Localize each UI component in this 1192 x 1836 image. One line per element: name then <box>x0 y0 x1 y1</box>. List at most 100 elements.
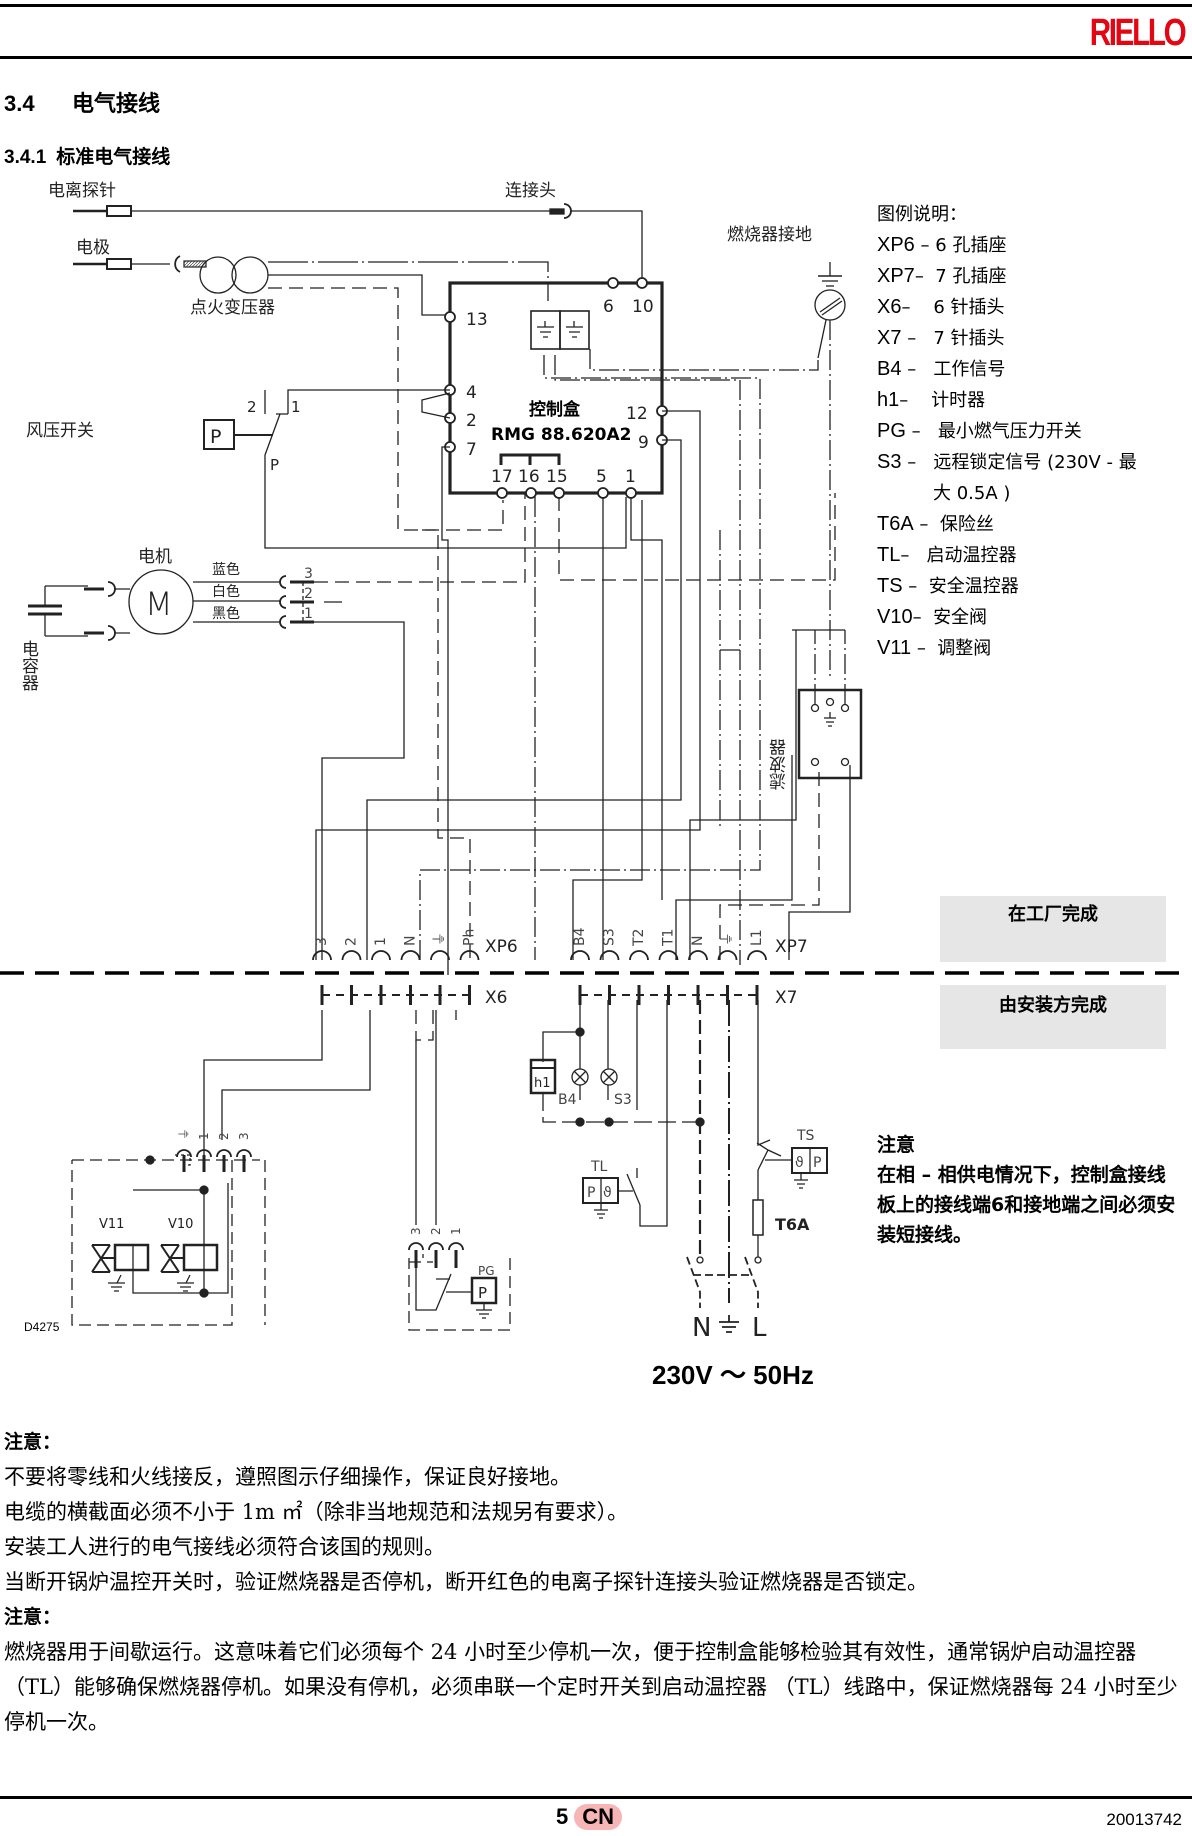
valve-pin-label: ⏚ <box>177 1128 191 1140</box>
xp6-pin-label: Ph <box>462 929 478 946</box>
legend-item: 大 0.5A ) <box>877 478 1137 509</box>
burner-earth-label: 燃烧器接地 <box>727 225 812 245</box>
pg-connector-pin <box>408 1242 424 1251</box>
xp7-pin-label: B4 <box>572 927 588 946</box>
filter: 滤波器 <box>770 629 863 790</box>
svg-text:白色: 白色 <box>212 583 240 600</box>
legend-code: X7 <box>877 327 902 349</box>
note-paragraph: 燃烧器用于间歇运行。这意味着它们必须每个 24 小时至少停机一次，便于控制盒能够… <box>4 1640 1178 1734</box>
svg-text:蓝色: 蓝色 <box>212 561 240 578</box>
valve-connector-pin <box>236 1149 252 1158</box>
svg-text:P: P <box>478 1284 487 1302</box>
legend-code: V10 <box>877 606 913 628</box>
legend-description: 调整阀 <box>937 638 992 659</box>
svg-text:P: P <box>587 1185 595 1201</box>
section-number: 3.4 <box>4 91 35 116</box>
ts-thermostat: ϑ P TS <box>765 1128 828 1189</box>
ignition-transformer-label: 点火变压器 <box>190 298 275 318</box>
legend-separator: – <box>911 638 932 659</box>
legend-code: TL <box>877 544 901 566</box>
tl-thermostat: P ϑ TL <box>582 1159 641 1219</box>
svg-text:B4: B4 <box>558 1092 577 1108</box>
installer-zone-label: 由安装方完成 <box>940 985 1166 1049</box>
svg-text:15: 15 <box>546 467 568 487</box>
legend-title: 图例说明： <box>877 204 967 225</box>
xp6-pin-label: 3 <box>314 937 330 946</box>
xp7-pin <box>747 950 767 961</box>
xp6-pin <box>459 950 480 961</box>
supply-rating: 230V ～ 50Hz <box>652 1360 814 1390</box>
xp6-pin <box>400 950 421 961</box>
legend-description: 7 针插头 <box>933 328 1005 349</box>
legend-separator: – <box>901 452 928 473</box>
legend-code: T6A <box>877 513 914 535</box>
svg-text:12: 12 <box>626 404 648 424</box>
valve-connector-pin <box>176 1149 192 1158</box>
subsection-number: 3.4.1 <box>4 147 47 168</box>
svg-text:TL: TL <box>590 1159 608 1175</box>
legend-separator: – <box>914 235 930 256</box>
xp6-pin <box>341 950 362 961</box>
valve-pin-label: 2 <box>217 1132 231 1140</box>
language-badge: CN <box>574 1804 623 1830</box>
document-code: 20013742 <box>1106 1810 1182 1829</box>
mains-supply: N L T6A <box>686 1000 810 1343</box>
xp7-pin-label: L1 <box>749 929 765 946</box>
xp7-pin <box>688 950 708 961</box>
xp7-pin-label: ⏚ <box>720 932 736 946</box>
svg-text:2: 2 <box>247 398 257 416</box>
pg-pin-label: 1 <box>449 1227 463 1235</box>
air-pressure-switch: 风压开关 P 2 1 P <box>26 389 627 549</box>
legend-code: XP7 <box>877 265 915 287</box>
svg-text:h1: h1 <box>534 1076 551 1091</box>
legend-item: X7 – 7 针插头 <box>877 323 1137 354</box>
legend-separator: – <box>914 266 930 287</box>
legend-code: V11 <box>877 637 912 659</box>
svg-text:P: P <box>210 426 221 448</box>
valve-connector-pin <box>196 1149 212 1158</box>
legend-item: XP6 – 6 孔插座 <box>877 230 1137 261</box>
legend-description: 安全阀 <box>933 607 988 628</box>
legend-separator: – <box>913 514 935 535</box>
xp7-pin <box>629 950 649 961</box>
capacitor-label: 电容器 <box>18 640 39 691</box>
legend-item: V10– 安全阀 <box>877 602 1137 633</box>
ignition-transformer: 电极 点火变压器 <box>73 238 549 531</box>
svg-text:1: 1 <box>625 467 636 487</box>
legend-item: X6– 6 针插头 <box>877 292 1137 323</box>
header-rule-bottom <box>0 56 1192 59</box>
xp6-pin-label: ⏚ <box>432 932 448 946</box>
svg-text:7: 7 <box>466 440 477 460</box>
legend-separator: – <box>902 576 924 597</box>
xp7-pin <box>658 950 679 961</box>
ionisation-probe: 电离探针 <box>48 181 643 281</box>
x7-plug: X7 <box>578 985 797 1008</box>
svg-text:S3: S3 <box>614 1092 632 1108</box>
side-note-text: 在相 – 相供电情况下，控制盒接线板上的接线端6和接地端之间必须安装短接线。 <box>877 1164 1176 1246</box>
svg-text:黑色: 黑色 <box>212 605 240 622</box>
legend-description: 6 针插头 <box>933 297 1005 318</box>
xp7-pin <box>717 950 738 961</box>
legend-code: TS <box>877 575 903 597</box>
legend-code: h1 <box>877 389 900 411</box>
svg-text:5: 5 <box>596 467 607 487</box>
svg-text:10: 10 <box>632 297 654 317</box>
fan-motor: 电机 M 电容器 蓝色 白色 黑色 3 2 1 <box>18 493 526 960</box>
svg-text:PG: PG <box>478 1264 495 1278</box>
svg-text:1: 1 <box>304 606 313 622</box>
xp6-pin <box>371 950 391 961</box>
x6-plug: X6 <box>320 985 507 1008</box>
header-rule-top <box>0 4 1192 7</box>
xp6-pin-label: 1 <box>373 937 389 946</box>
legend-code: XP6 <box>877 234 915 256</box>
legend-item: TS – 安全温控器 <box>877 571 1137 602</box>
valve-connector-pin <box>216 1149 232 1158</box>
svg-text:9: 9 <box>638 433 649 453</box>
wiring-diagram: 电离探针 连接头 电极 点火变压器 燃烧器接地 <box>0 181 1180 1343</box>
svg-text:2: 2 <box>304 586 313 602</box>
